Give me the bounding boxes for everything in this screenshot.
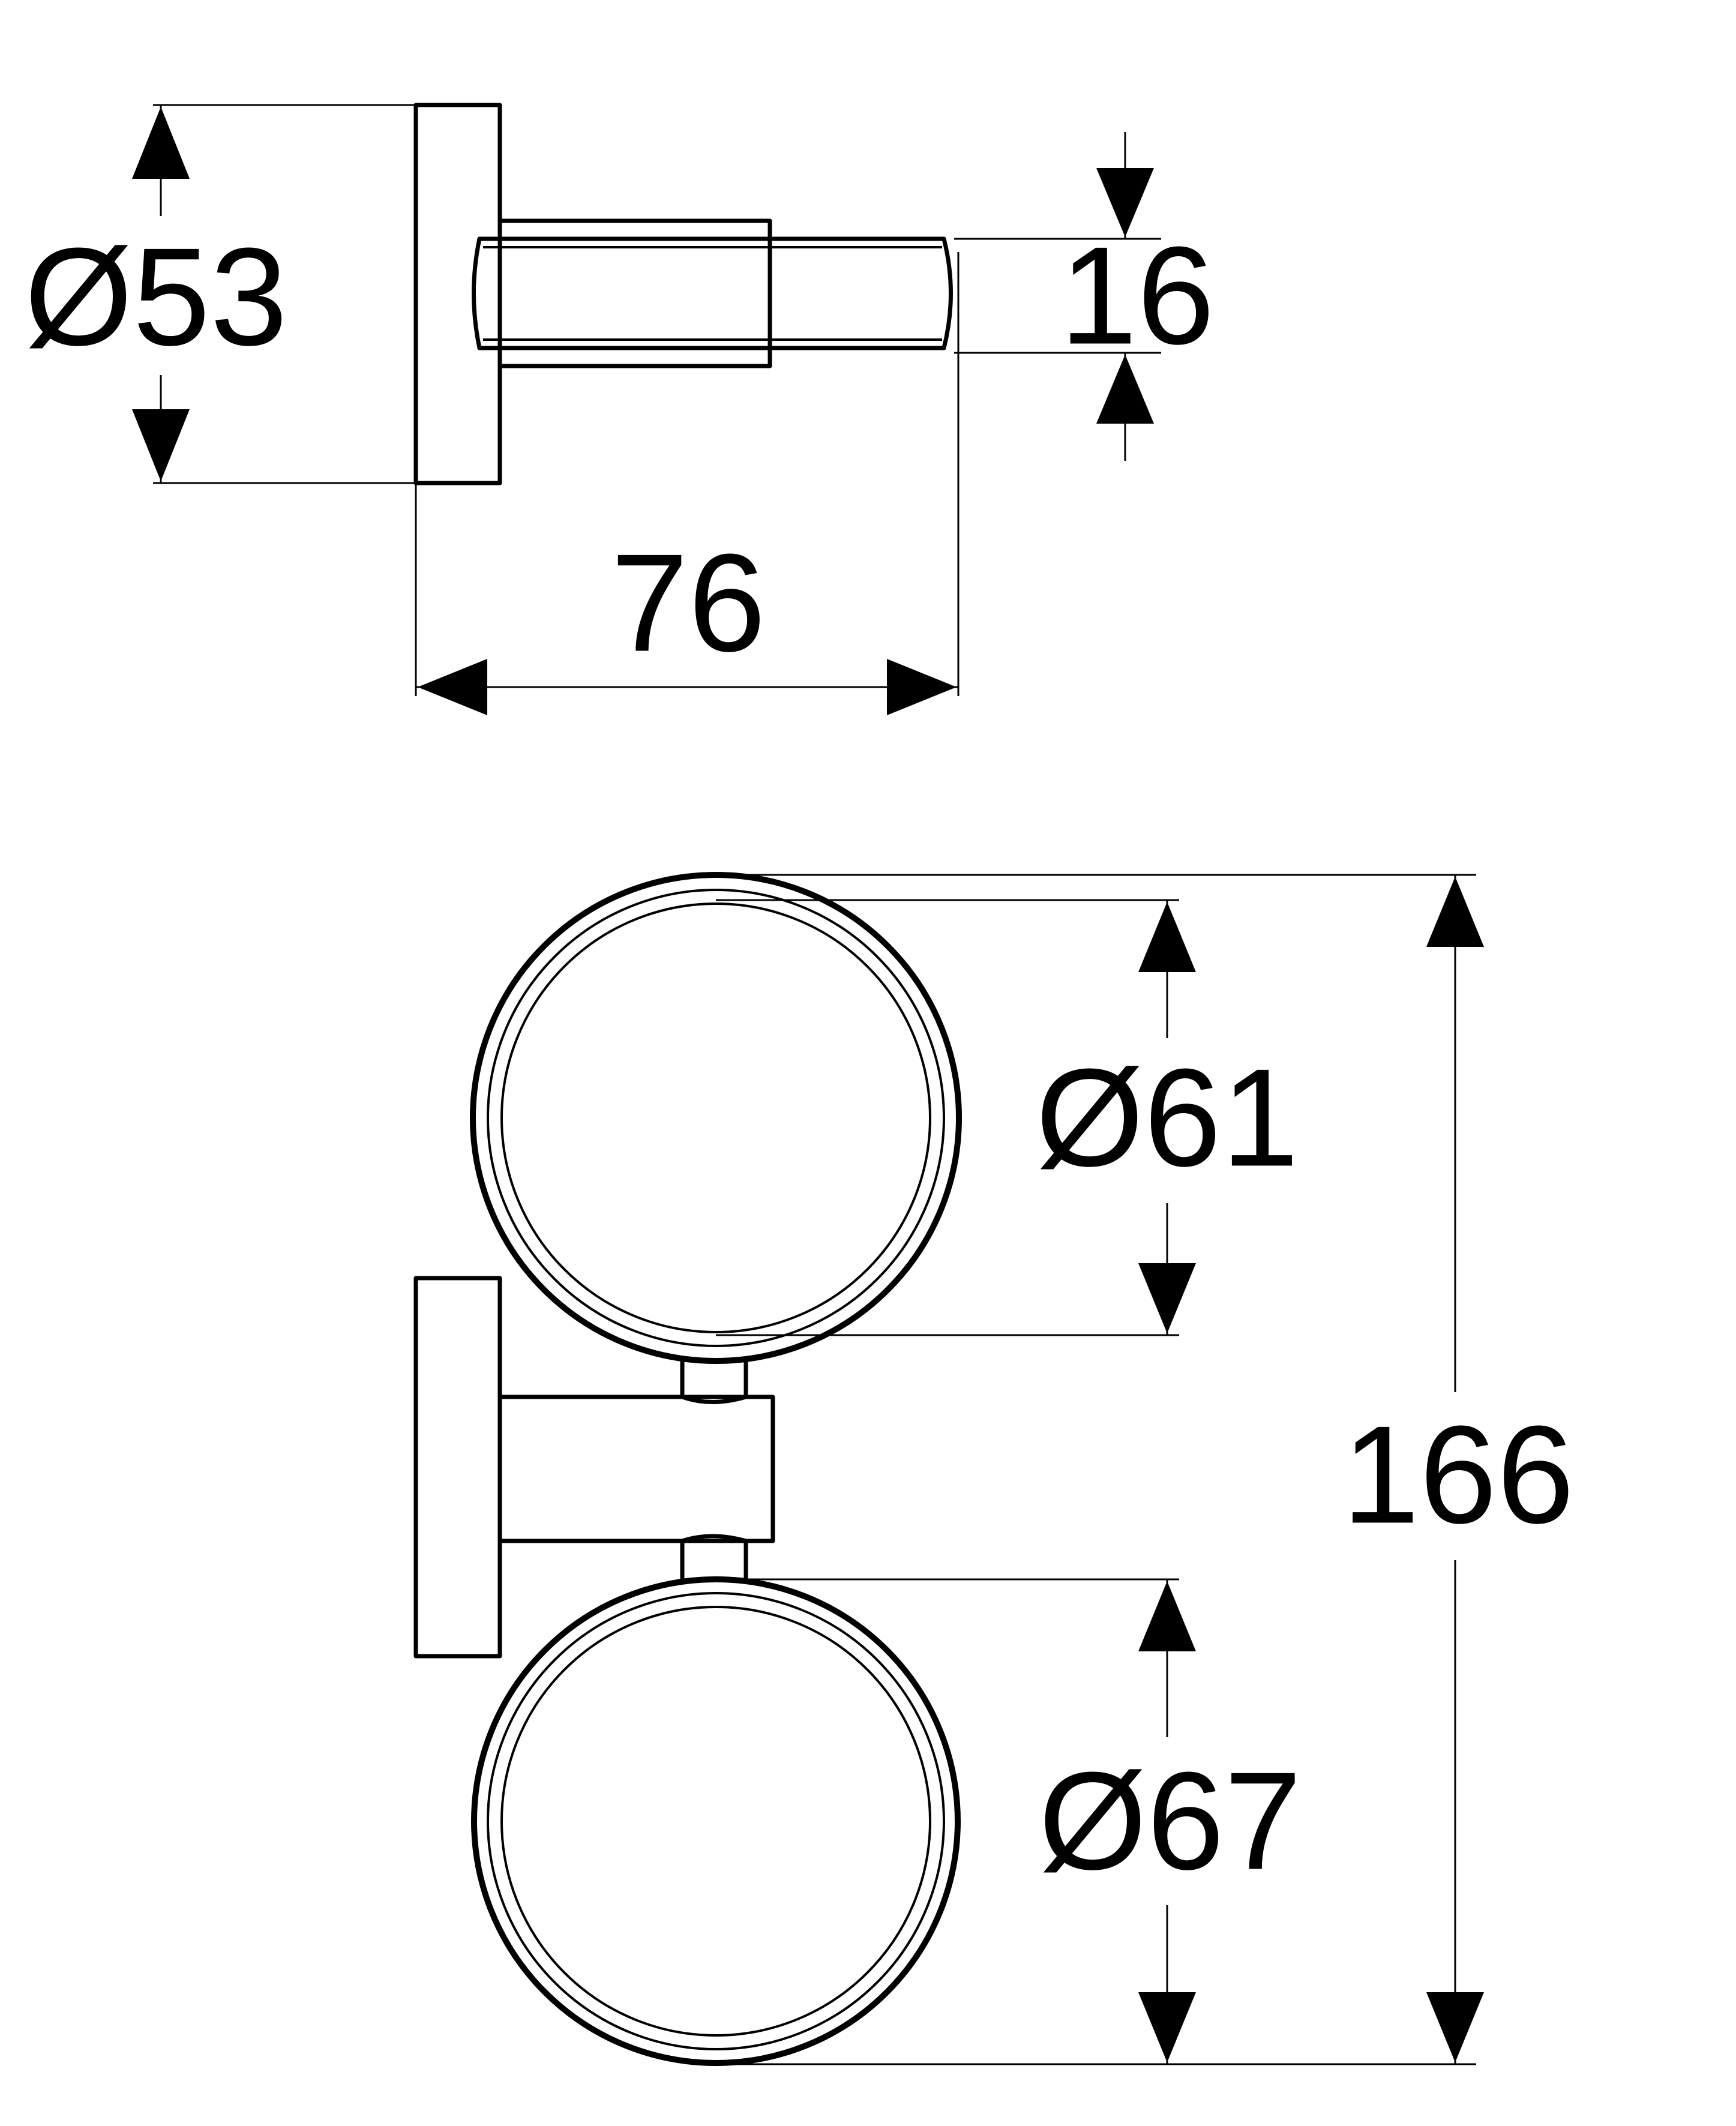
dim-overall-label: 166: [1342, 1398, 1574, 1553]
dim-projection-label: 76: [611, 526, 766, 681]
side-bar-body: [497, 218, 772, 368]
side-holder-arm: [472, 236, 953, 350]
upper-ring-joint: [680, 1361, 748, 1404]
front-wall-plate: [413, 1276, 502, 1659]
dim-bar-arrow-bottom: [1096, 355, 1154, 424]
dim-lower-ring-diameter: Ø67: [716, 1578, 1302, 2065]
dim-bar-arrow-top: [1096, 168, 1154, 237]
front-view: Ø61 Ø67 166: [413, 872, 1575, 2066]
dim-overall-arrow-bottom: [1426, 1992, 1484, 2062]
side-view: Ø53 16 76: [25, 103, 1215, 715]
front-connecting-bar: [497, 1395, 775, 1543]
dim-bar-thickness: 16: [954, 132, 1215, 461]
dim-backplate-diameter: Ø53: [25, 104, 416, 484]
dim-projection-arrow-left: [418, 659, 487, 715]
dim-backplate-label: Ø53: [25, 220, 288, 375]
dim-lower-ring-arrow-bottom: [1138, 1992, 1196, 2062]
upper-holder-ring: [470, 872, 962, 1364]
dim-overall-height: 166: [716, 874, 1575, 2065]
dim-upper-ring-arrow-top: [1138, 902, 1196, 972]
dim-upper-ring-diameter: Ø61: [716, 899, 1299, 1336]
dim-backplate-arrow-top: [132, 107, 190, 179]
dim-upper-ring-arrow-bottom: [1138, 1263, 1196, 1333]
dim-bar-label: 16: [1060, 218, 1215, 374]
lower-ring-joint: [680, 1534, 748, 1579]
dim-projection: 76: [415, 252, 960, 715]
dim-lower-ring-arrow-top: [1138, 1581, 1196, 1651]
dim-lower-ring-label: Ø67: [1039, 1744, 1302, 1899]
lower-holder-ring: [471, 1576, 961, 2066]
dim-overall-arrow-top: [1426, 877, 1484, 947]
side-wall-plate: [413, 103, 502, 485]
dim-backplate-arrow-bottom: [132, 409, 190, 481]
dim-upper-ring-label: Ø61: [1036, 1040, 1299, 1196]
dim-projection-arrow-right: [887, 659, 957, 715]
